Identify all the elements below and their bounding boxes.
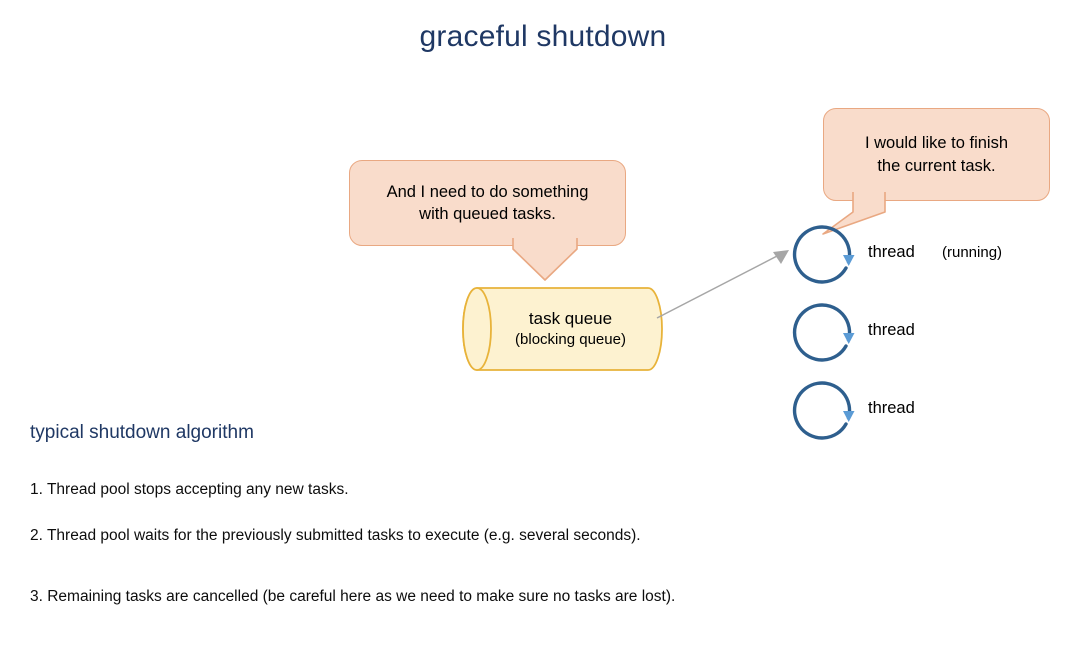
algorithm-heading: typical shutdown algorithm	[30, 422, 254, 443]
algorithm-step: 1. Thread pool stops accepting any new t…	[30, 481, 349, 498]
thread-label: thread	[868, 399, 915, 417]
page-title: graceful shutdown	[419, 20, 667, 53]
speech-bubble-thread: I would like to finish the current task.	[823, 108, 1050, 201]
thread-cycle-icon	[792, 225, 855, 284]
thread-cycle-icon	[792, 381, 855, 440]
speech-bubble-queue-text: And I need to do something with queued t…	[387, 181, 589, 226]
algorithm-step: 3. Remaining tasks are cancelled (be car…	[30, 588, 676, 605]
speech-bubble-queue: And I need to do something with queued t…	[349, 160, 626, 246]
queue-to-thread-arrow	[656, 250, 789, 319]
thread-label: thread	[868, 321, 915, 339]
thread-state-badge: (running)	[942, 244, 1003, 261]
thread-label: thread	[868, 243, 915, 261]
speech-bubble-queue-line1: And I need to do something	[386, 182, 589, 201]
speech-bubble-thread-line2: the current task.	[877, 156, 996, 175]
task-queue-cylinder: task queue (blocking queue)	[461, 286, 664, 372]
thread-cycle-icon	[792, 303, 855, 362]
speech-bubble-thread-line1: I would like to finish	[864, 134, 1009, 153]
speech-bubble-thread-text: I would like to finish the current task.	[865, 132, 1008, 177]
speech-bubble-queue-line2: with queued tasks.	[419, 205, 556, 223]
algorithm-step: 2. Thread pool waits for the previously …	[30, 527, 641, 544]
